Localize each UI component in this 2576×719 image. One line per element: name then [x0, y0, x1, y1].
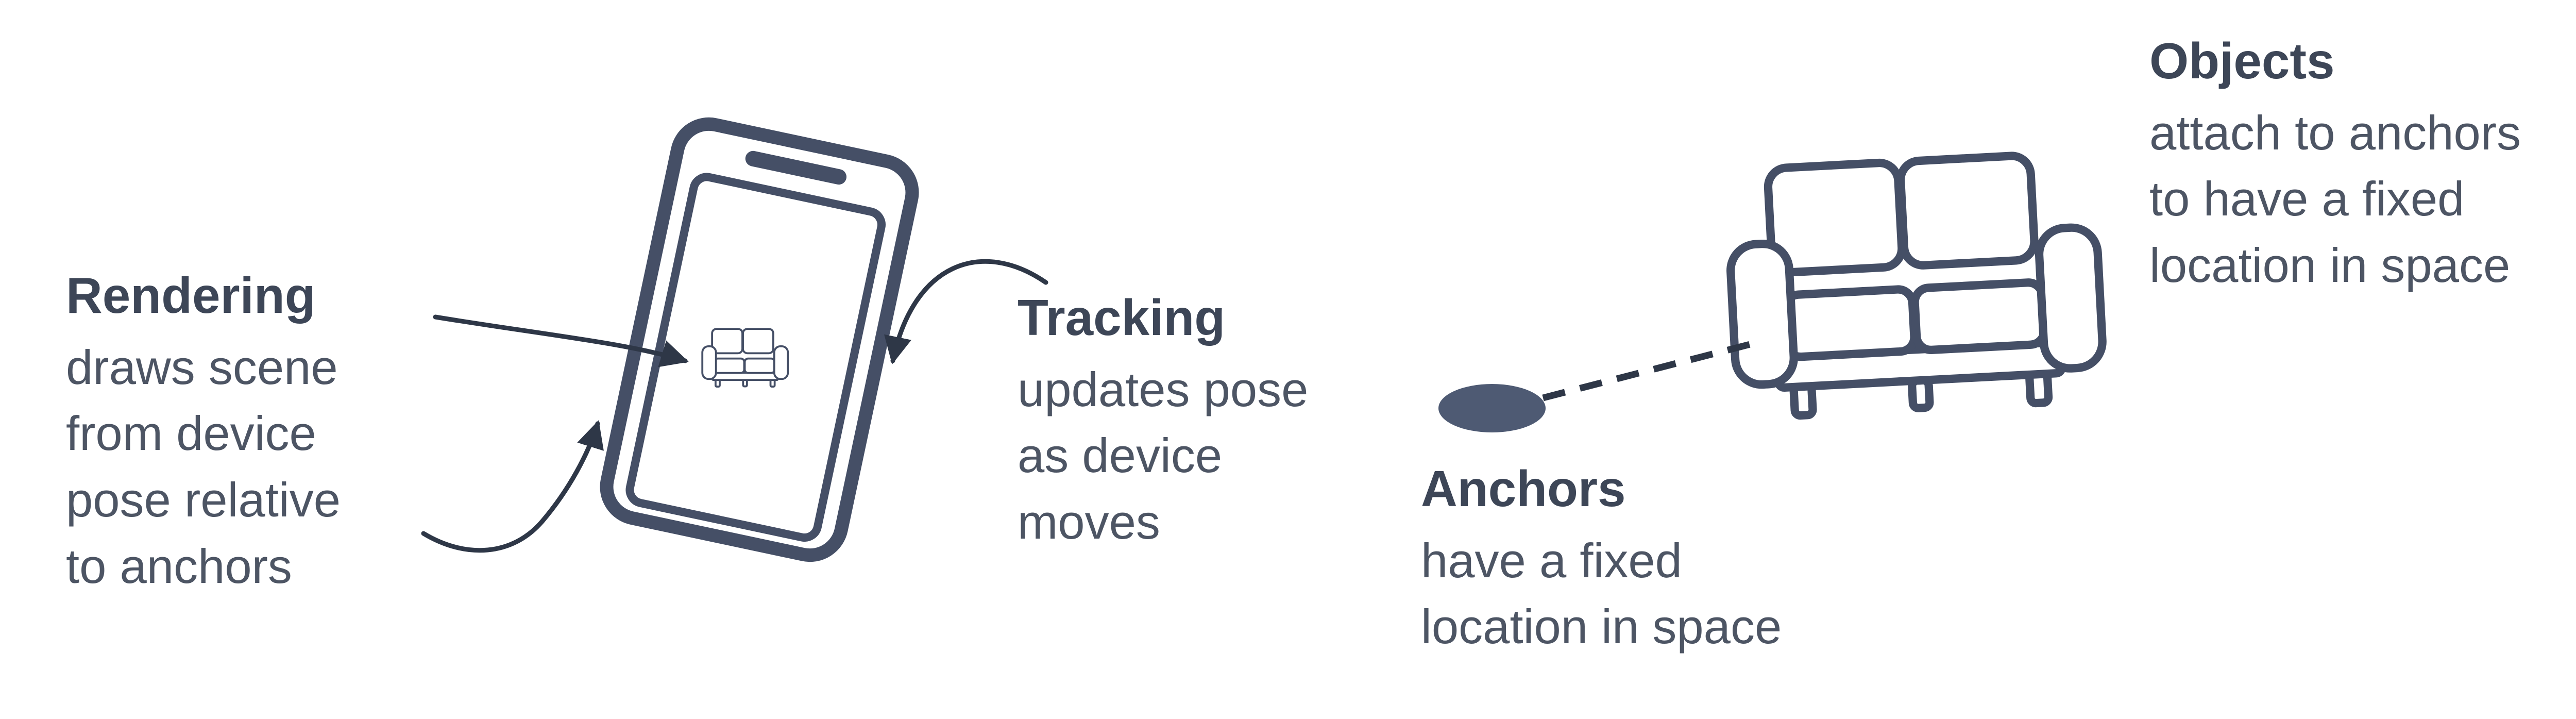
phone-icon [600, 117, 919, 562]
phone-speaker-icon [745, 151, 847, 185]
tracking-description: updates pose as device moves [1018, 362, 1309, 549]
objects-description: attach to anchors to have a fixed locati… [2149, 105, 2521, 293]
anchors-title: Anchors [1421, 460, 1626, 517]
arrow-device-motion [421, 420, 604, 553]
anchors-label: Anchors have a fixed location in space [1421, 459, 1998, 660]
anchors-description: have a fixed location in space [1421, 533, 1782, 654]
arrow-rendering-to-phone [433, 314, 689, 367]
anchor-dot [1438, 384, 1546, 432]
tracking-title: Tracking [1018, 289, 1226, 346]
rendering-label: Rendering draws scene from device pose r… [66, 265, 488, 600]
objects-title: Objects [2149, 32, 2335, 89]
objects-label: Objects attach to anchors to have a fixe… [2149, 31, 2576, 299]
arrow-tracking-to-phone [884, 259, 1048, 365]
anchor-couch-dashed-line [1542, 338, 1763, 402]
couch-icon [1725, 152, 2106, 419]
rendering-title: Rendering [66, 267, 316, 324]
rendering-description: draws scene from device pose relative to… [66, 340, 341, 593]
tracking-label: Tracking updates pose as device moves [1018, 288, 1461, 556]
